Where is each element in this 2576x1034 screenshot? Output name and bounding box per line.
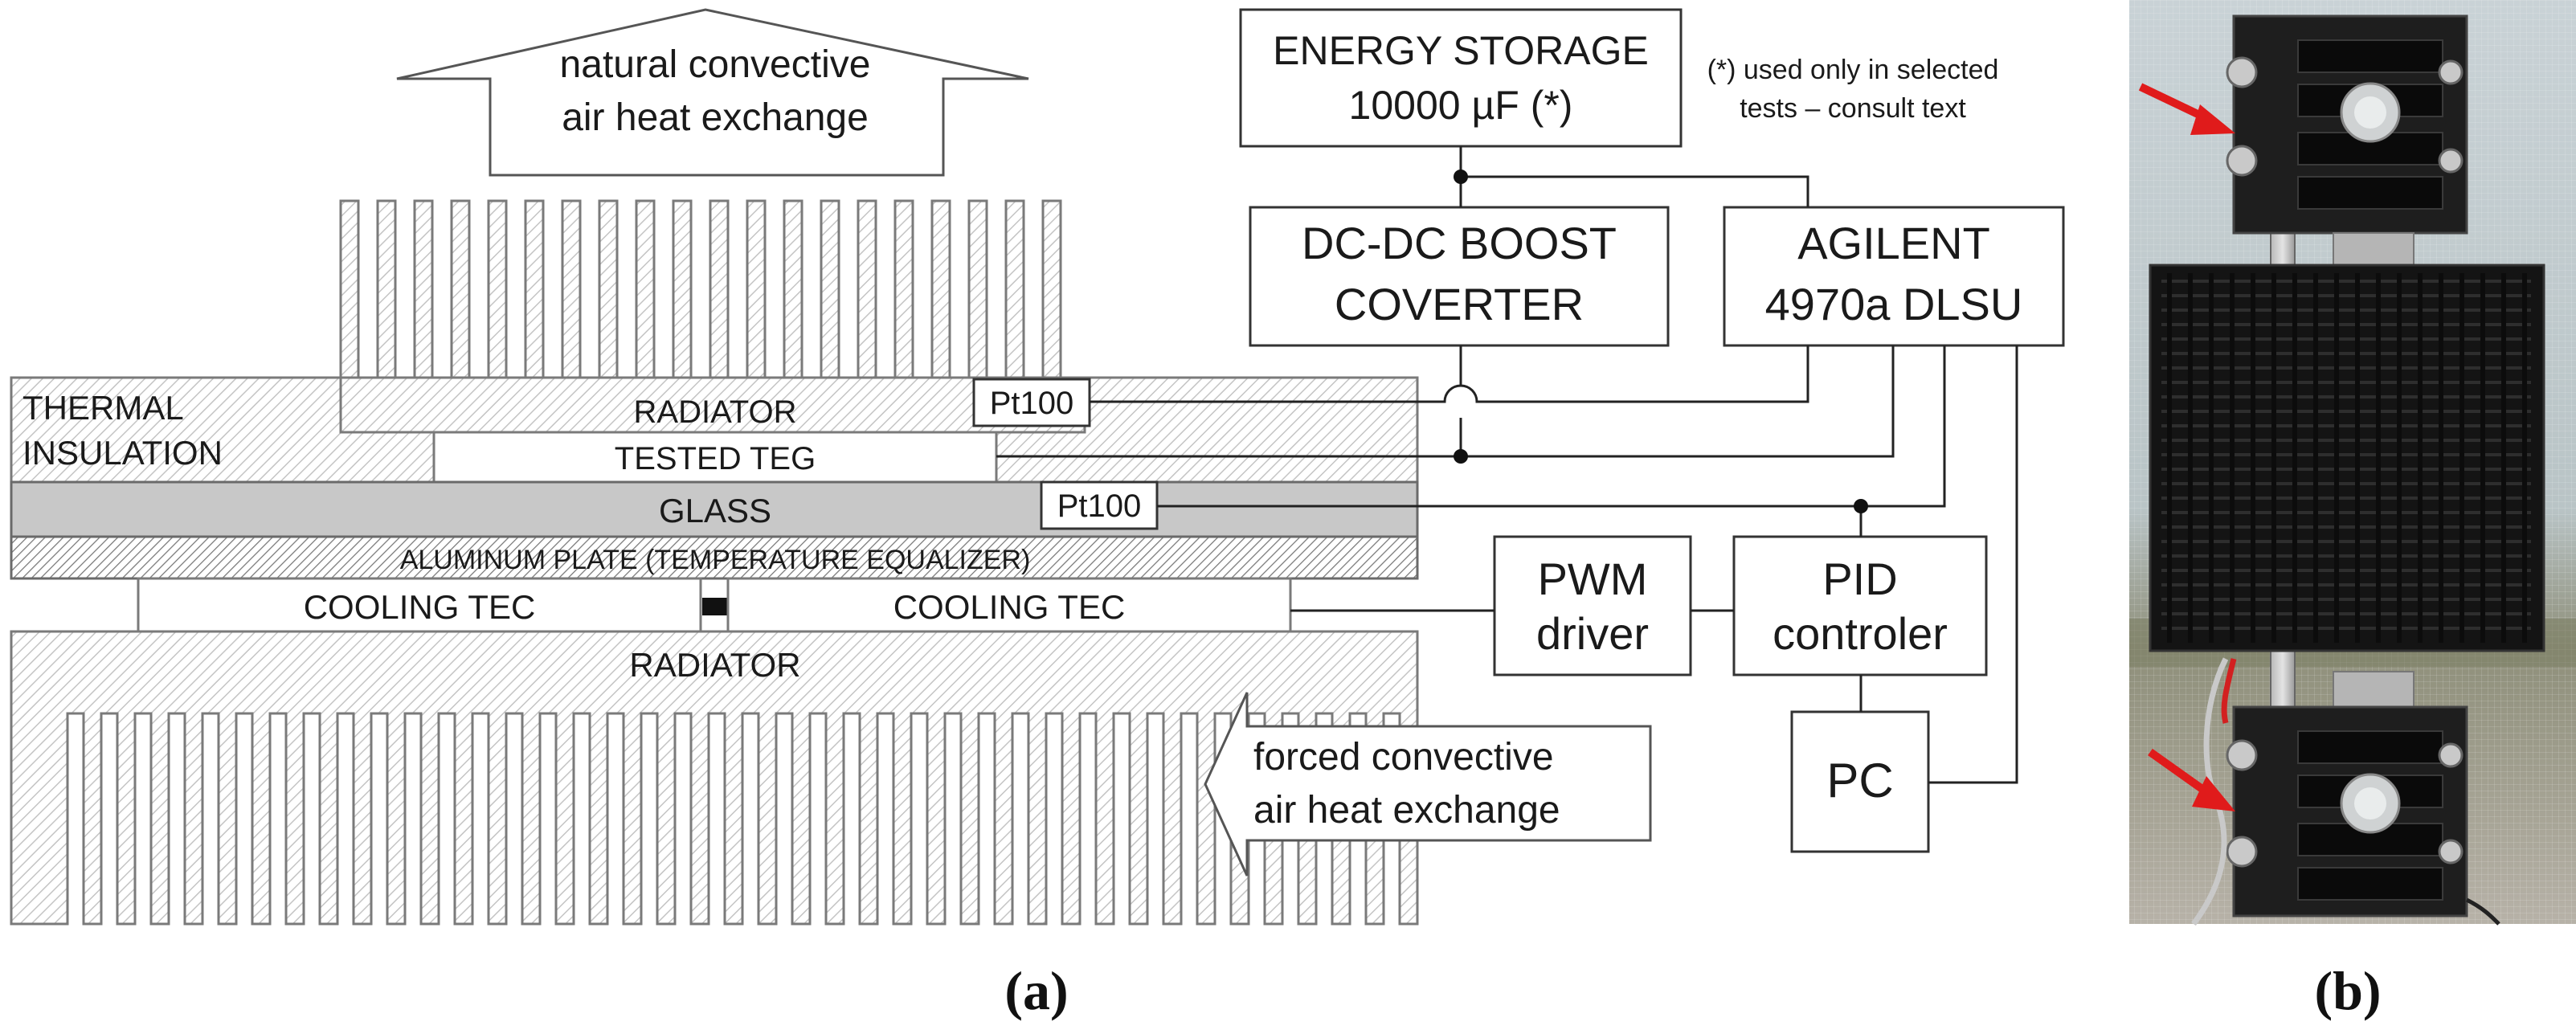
wire-teg — [996, 345, 1895, 458]
wire-pt100-upper — [1090, 345, 1809, 403]
aluminum-plate — [10, 535, 1419, 580]
tested-teg-layer — [432, 431, 998, 484]
energy-storage-note-1: (*) used only in selected — [1707, 55, 1999, 85]
wire-junction-to-agilent — [1461, 175, 1809, 207]
natural-convection-label-2: air heat exchange — [562, 96, 869, 139]
pwm-driver-box — [1493, 535, 1692, 676]
energy-storage-label-1: ENERGY STORAGE — [1273, 28, 1649, 73]
energy-storage-label-2: 10000 µF (*) — [1349, 83, 1573, 128]
junction-pt100 — [1854, 499, 1868, 513]
pwm-driver-label-1: PWM — [1538, 554, 1648, 604]
agilent-label-2: 4970a DLSU — [1765, 279, 2023, 329]
glass-label: GLASS — [659, 492, 771, 529]
cooling-tec-left — [137, 577, 702, 633]
thermal-insulation-label-2: INSULATION — [22, 434, 223, 472]
pc-label: PC — [1826, 754, 1893, 807]
pwm-driver-label-2: driver — [1536, 608, 1649, 659]
thermal-insulation-label-1: THERMAL — [22, 389, 184, 427]
glass-layer — [10, 480, 1419, 538]
tested-teg-label: TESTED TEG — [615, 441, 816, 476]
junction-teg — [1454, 449, 1468, 464]
junction-storage — [1454, 170, 1468, 184]
forced-convection-label-2: air heat exchange — [1253, 789, 1560, 832]
wiring — [996, 146, 2018, 784]
pid-controller-label-1: PID — [1822, 554, 1897, 604]
forced-convection-label-1: forced convective — [1253, 736, 1554, 779]
dcdc-boost-label-2: COVERTER — [1335, 279, 1584, 329]
wire-pc-to-agilent — [1928, 345, 2018, 784]
wire-pt100-lower — [1157, 345, 1946, 508]
red-arrow-bottom — [2148, 748, 2235, 811]
caption-a: (a) — [1004, 960, 1068, 1021]
cooling-tec-gap — [702, 598, 728, 615]
cooling-tec-right — [726, 577, 1292, 633]
natural-convection-label-1: natural convective — [560, 43, 871, 86]
top-radiator-label: RADIATOR — [634, 394, 797, 430]
bottom-radiator — [10, 630, 1419, 926]
pt100-lower-box — [1040, 480, 1159, 530]
aluminum-plate-label: ALUMINUM PLATE (TEMPERATURE EQUALIZER) — [400, 545, 1031, 575]
cooling-tec-right-label: COOLING TEC — [893, 588, 1126, 626]
energy-storage-box — [1239, 8, 1683, 148]
agilent-box — [1723, 206, 2065, 347]
agilent-label-1: AGILENT — [1797, 218, 1990, 268]
bottom-radiator-label: RADIATOR — [629, 646, 800, 684]
pt100-upper-label: Pt100 — [990, 386, 1074, 421]
energy-storage-note-2: tests – consult text — [1740, 93, 1966, 124]
pc-box — [1790, 710, 1930, 853]
caption-b: (b) — [2314, 960, 2381, 1021]
red-arrow-top — [2138, 83, 2235, 135]
radiator-base — [339, 376, 1086, 434]
cooling-tec-left-label: COOLING TEC — [304, 588, 536, 626]
test-stand-photo — [2129, 0, 2576, 926]
pid-controller-label-2: controler — [1773, 608, 1948, 659]
pt100-lower-label: Pt100 — [1057, 488, 1142, 524]
pid-controller-box — [1732, 535, 1988, 676]
forced-convection-arrow — [1204, 692, 1652, 877]
natural-convection-arrow — [396, 8, 1029, 177]
dcdc-boost-label-1: DC-DC BOOST — [1302, 218, 1617, 268]
dcdc-boost-box — [1249, 206, 1670, 347]
